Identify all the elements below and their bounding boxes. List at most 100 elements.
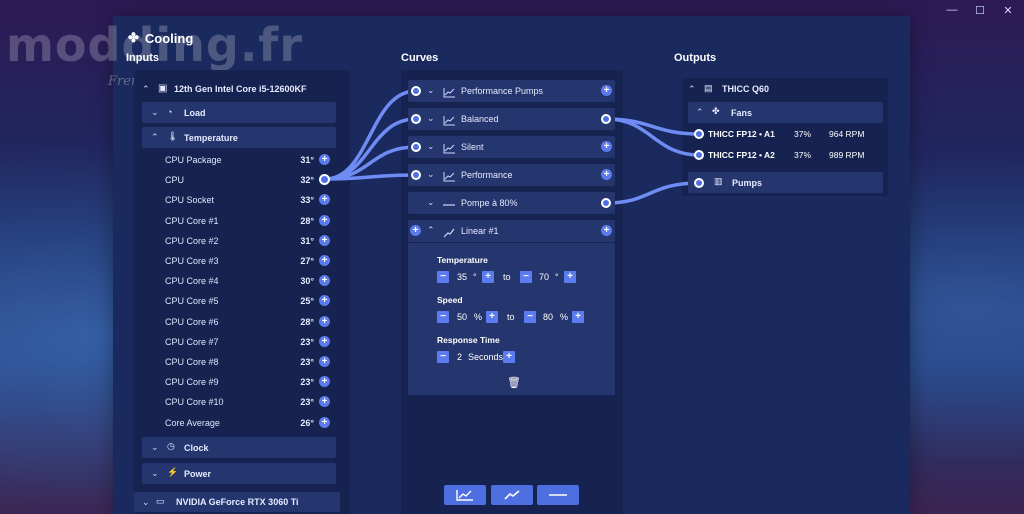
sensor-add-button[interactable]: + [319, 154, 330, 165]
sensor-add-button[interactable]: + [319, 234, 330, 246]
close-button[interactable]: ✕ [1003, 5, 1013, 17]
temp-from-increment[interactable]: + [482, 271, 494, 283]
minimize-button[interactable]: — [946, 4, 958, 16]
sensor-value: 25° [300, 296, 314, 307]
speed-label: Speed [437, 295, 463, 305]
chevron-up-icon[interactable]: ⌃ [151, 132, 159, 142]
temp-from-unit: ° [473, 272, 477, 282]
sensor-value: 27° [300, 256, 314, 266]
chevron-up-icon[interactable]: ⌃ [142, 84, 150, 94]
chevron-down-icon[interactable]: ⌄ [427, 197, 435, 207]
add-fixed-curve-button[interactable] [537, 485, 579, 505]
chevron-down-icon[interactable]: ⌄ [142, 497, 150, 507]
response-unit: Seconds [468, 352, 504, 362]
fans-label: Fans [731, 108, 753, 118]
outputs-heading: Outputs [674, 52, 717, 64]
curve-output-node[interactable] [601, 198, 611, 208]
temp-from-decrement[interactable]: − [437, 271, 449, 283]
add-graph-curve-button[interactable] [444, 485, 486, 505]
sensor-add-button[interactable]: + [319, 356, 330, 367]
sensor-add-button[interactable]: + [319, 376, 330, 388]
speed-from-increment[interactable]: + [486, 311, 498, 323]
fans-section[interactable]: ⌃ ✤ Fans [688, 102, 883, 123]
curve-item[interactable]: ⌄Pompe à 80% [408, 192, 615, 214]
link-balanced-fan-a2 [606, 117, 700, 157]
sensor-add-button[interactable]: + [319, 214, 330, 226]
section-clock[interactable]: ⌄ ◷ Clock [142, 437, 336, 458]
sensor-add-button[interactable]: + [319, 255, 330, 266]
chevron-up-icon[interactable]: ⌃ [688, 84, 696, 94]
sensor-add-button[interactable]: + [319, 396, 330, 408]
section-load[interactable]: ⌄ ◔ Load [142, 102, 336, 123]
pumps-input-node[interactable] [694, 178, 704, 188]
speed-to-increment[interactable]: + [572, 311, 584, 323]
curve-input-node[interactable] [411, 114, 421, 124]
pumps-section[interactable]: ⌄ ▥ Pumps [688, 172, 883, 193]
chevron-down-icon[interactable]: ⌄ [427, 141, 435, 151]
speed-to-value[interactable]: 80 [543, 312, 554, 322]
sensor-add-button[interactable]: + [319, 275, 330, 287]
sensor-add-button[interactable]: + [319, 315, 330, 327]
linear-curve-icon [443, 225, 455, 243]
speed-to-decrement[interactable]: − [524, 311, 536, 323]
curve-input-node[interactable] [411, 170, 421, 180]
sensor-row: CPU Core #10 23° + [142, 395, 336, 409]
curve-item[interactable]: ⌄Performance+ [408, 164, 615, 186]
sensor-add-button[interactable]: + [319, 194, 330, 206]
section-power[interactable]: ⌄ ⚡ Power [142, 463, 336, 484]
response-decrement[interactable]: − [437, 351, 449, 363]
chevron-down-icon[interactable]: ⌄ [151, 468, 159, 478]
curve-output-node[interactable] [601, 114, 611, 124]
trash-icon[interactable]: 🗑 [507, 377, 521, 389]
sensor-add-button[interactable]: + [319, 335, 330, 347]
add-linear-curve-button[interactable] [491, 485, 533, 505]
temp-from-value[interactable]: 35 [457, 272, 468, 282]
speed-from-decrement[interactable]: − [437, 311, 449, 323]
temp-to-value[interactable]: 70 [539, 272, 550, 282]
speed-from-value[interactable]: 50 [457, 312, 468, 322]
curve-add-input-button[interactable]: + [410, 225, 421, 236]
fan-a1-input-node[interactable] [694, 129, 704, 139]
chevron-up-icon[interactable]: ⌃ [427, 225, 435, 235]
curve-add-output-button[interactable]: + [601, 141, 612, 152]
sensor-add-button[interactable]: + [319, 416, 330, 428]
maximize-button[interactable]: ☐ [975, 5, 985, 17]
fan-a2-input-node[interactable] [694, 150, 704, 160]
temp-to-decrement[interactable]: − [520, 271, 532, 283]
sensor-name: CPU Core #10 [165, 397, 224, 408]
gpu-device-row[interactable]: ⌄ ▭ NVIDIA GeForce RTX 3060 Ti [134, 492, 340, 512]
output-device-row[interactable]: ⌃ ▤ THICC Q60 [688, 82, 878, 97]
curve-item[interactable]: +⌃Linear #1+ [408, 220, 615, 242]
graph-curve-icon [443, 169, 455, 187]
curve-add-output-button[interactable]: + [601, 85, 612, 96]
chevron-down-icon[interactable]: ⌄ [427, 169, 435, 179]
cpu-chip-icon: ▣ [158, 83, 168, 94]
curve-item[interactable]: ⌄Balanced [408, 108, 615, 130]
fixed-line-icon [549, 494, 567, 496]
chevron-down-icon[interactable]: ⌄ [151, 107, 159, 117]
sensor-value: 23° [300, 336, 314, 347]
pumps-label: Pumps [732, 178, 763, 188]
gpu-device-label: NVIDIA GeForce RTX 3060 Ti [176, 497, 299, 507]
curve-add-output-button[interactable]: + [601, 225, 612, 236]
curve-input-node[interactable] [411, 142, 421, 152]
curve-input-node[interactable] [411, 86, 421, 96]
curve-item[interactable]: ⌄Performance Pumps+ [408, 80, 615, 102]
sensor-value: 23° [300, 397, 314, 408]
response-increment[interactable]: + [503, 351, 515, 363]
temp-to-increment[interactable]: + [564, 271, 576, 283]
curve-item[interactable]: ⌄Silent+ [408, 136, 615, 158]
cpu-device-row[interactable]: ⌃ ▣ 12th Gen Intel Core i5-12600KF [142, 82, 342, 97]
section-temperature[interactable]: ⌃ 🌡 Temperature [142, 127, 336, 148]
sensor-add-button[interactable]: + [319, 295, 330, 307]
chevron-down-icon[interactable]: ⌄ [151, 442, 159, 452]
curve-add-output-button[interactable]: + [601, 169, 612, 180]
chevron-up-icon[interactable]: ⌃ [696, 107, 704, 117]
chevron-down-icon[interactable]: ⌄ [427, 113, 435, 123]
response-value[interactable]: 2 [457, 352, 463, 362]
sensor-output-node[interactable] [319, 174, 330, 186]
chevron-down-icon[interactable]: ⌄ [427, 85, 435, 95]
